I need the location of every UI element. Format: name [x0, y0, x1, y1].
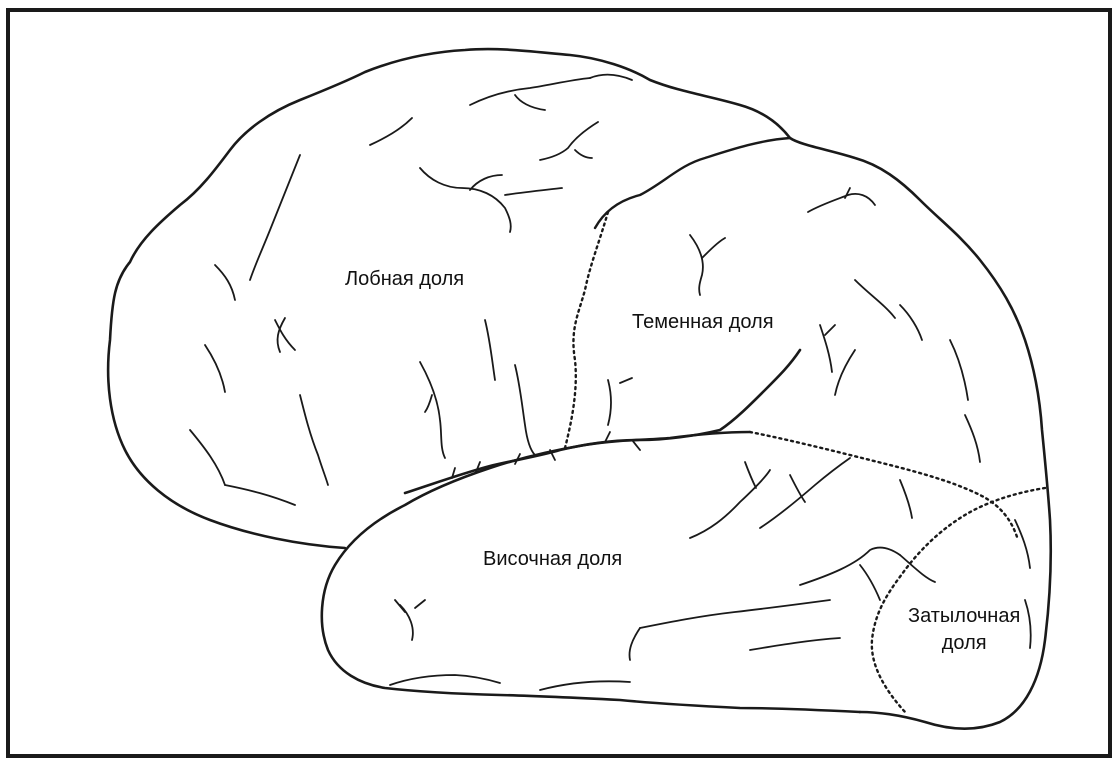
occipital-lobe-label-line2: доля [908, 630, 1020, 657]
occipital-lobe-label-line1: Затылочная [908, 603, 1020, 630]
brain-outline-upper [108, 49, 790, 548]
occipital-lobe-label: Затылочная доля [908, 603, 1020, 657]
parietal-lobe-label: Теменная доля [632, 309, 774, 336]
frontal-lobe-label: Лобная доля [345, 266, 464, 293]
temporal-sulci [390, 458, 935, 690]
occipital-boundary [872, 488, 1045, 712]
central-sulcus [565, 212, 608, 448]
parietal-arc [595, 138, 790, 228]
temporal-lobe-label: Височная доля [483, 546, 622, 573]
lateral-sulcus [405, 350, 800, 493]
